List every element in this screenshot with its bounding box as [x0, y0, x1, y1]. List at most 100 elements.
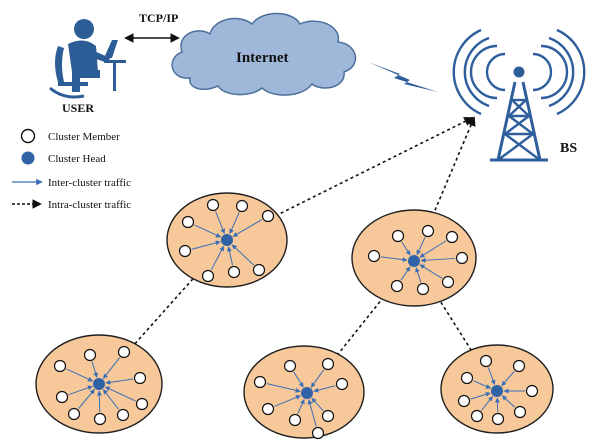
- legend-member-symbol: [20, 128, 36, 144]
- cluster-member-node: [227, 265, 241, 279]
- inter-cluster-arrow: [419, 240, 447, 258]
- cluster-member-node: [252, 263, 266, 277]
- inter-cluster-arrow: [104, 386, 136, 402]
- inter-cluster-arrow: [227, 246, 233, 266]
- inter-cluster-arrow: [419, 264, 443, 279]
- cluster-member-node: [117, 345, 131, 359]
- cluster-4: [243, 345, 365, 440]
- cluster-member-node: [311, 426, 325, 440]
- inter-cluster-arrow: [297, 398, 305, 414]
- inter-cluster-arrow: [401, 241, 411, 256]
- inter-cluster-arrow: [215, 211, 226, 234]
- inter-cluster-arrow: [105, 378, 134, 385]
- cluster-2: [351, 209, 477, 307]
- inter-cluster-arrow: [416, 237, 426, 256]
- cluster-head-node: [408, 255, 420, 267]
- cluster-member-node: [67, 407, 81, 421]
- cluster-member-node: [416, 282, 430, 296]
- link-c1-to-bs: [226, 117, 474, 241]
- cluster-member-node: [479, 354, 493, 368]
- legend-intra-label: Intra-cluster traffic: [48, 199, 131, 211]
- legend-head-label: Cluster Head: [48, 153, 106, 165]
- inter-cluster-arrow: [102, 357, 121, 379]
- cluster-member-node: [201, 269, 215, 283]
- cluster-member-node: [288, 413, 302, 427]
- user-label: USER: [62, 101, 94, 115]
- user-at-computer-icon: [49, 19, 126, 99]
- tower-top: [513, 66, 525, 78]
- cluster-member-node: [525, 384, 539, 398]
- antenna-tower-icon: [452, 28, 586, 162]
- inter-cluster-arrow: [231, 244, 255, 266]
- inter-cluster-arrow: [91, 361, 98, 378]
- cluster-member-node: [133, 371, 147, 385]
- cluster-member-node: [53, 359, 67, 373]
- cluster-head-node: [491, 385, 503, 397]
- cluster-member-node: [116, 408, 130, 422]
- inter-cluster-arrow: [307, 399, 317, 427]
- cluster-member-node: [470, 409, 484, 423]
- inter-cluster-arrow: [68, 385, 93, 396]
- cluster-member-node: [390, 279, 404, 293]
- inter-cluster-arrow: [310, 369, 325, 388]
- cluster-member-node: [261, 209, 275, 223]
- cluster-head-node: [301, 387, 313, 399]
- bs-label: BS: [560, 141, 577, 156]
- cluster-1: [166, 192, 288, 288]
- inter-cluster-arrow: [487, 367, 496, 385]
- inter-cluster-arrow: [191, 240, 221, 250]
- cluster-member-node: [445, 230, 459, 244]
- cluster-member-node: [367, 249, 381, 263]
- clusters: [35, 192, 554, 440]
- inter-cluster-arrow: [194, 224, 222, 238]
- cluster-member-node: [441, 275, 455, 289]
- cluster-member-node: [457, 394, 471, 408]
- inter-cluster-arrow: [380, 256, 408, 263]
- cloud-icon: [171, 12, 357, 96]
- inter-cluster-arrow: [313, 385, 336, 393]
- cluster-3: [35, 334, 163, 434]
- cluster-member-node: [460, 371, 474, 385]
- inter-cluster-arrow: [66, 368, 94, 382]
- cluster-member-node: [55, 390, 69, 404]
- legend-head-symbol: [21, 151, 35, 165]
- inter-cluster-arrow: [480, 396, 494, 411]
- cluster-member-node: [491, 412, 505, 426]
- inter-cluster-arrow: [293, 371, 304, 388]
- cluster-member-node: [235, 199, 249, 213]
- inter-cluster-arrow: [232, 219, 263, 237]
- lightning-bolt-icon: [368, 62, 438, 92]
- cluster-member-node: [283, 359, 297, 373]
- cluster-member-node: [321, 357, 335, 371]
- inter-cluster-arrow: [494, 397, 500, 413]
- cluster-member-node: [513, 405, 527, 419]
- cluster-head-node: [221, 234, 233, 246]
- cluster-member-node: [181, 215, 195, 229]
- legend: Cluster Member Cluster Head Inter-cluste…: [12, 128, 131, 211]
- cluster-member-node: [261, 402, 275, 416]
- inter-cluster-arrow: [229, 212, 240, 235]
- inter-cluster-arrow: [96, 390, 102, 413]
- internet-label: Internet: [236, 50, 289, 66]
- cluster-member-node: [455, 251, 469, 265]
- inter-cluster-arrow: [470, 391, 491, 400]
- legend-member-label: Cluster Member: [48, 131, 120, 143]
- tcp-ip-label: TCP/IP: [139, 11, 178, 25]
- inter-cluster-arrow: [415, 267, 422, 283]
- cluster-member-node: [253, 375, 267, 389]
- cluster-member-node: [93, 412, 107, 426]
- inter-cluster-arrow: [311, 397, 324, 412]
- cluster-head-node: [93, 378, 105, 390]
- cluster-member-node: [321, 409, 335, 423]
- inter-cluster-arrow: [102, 389, 120, 410]
- inter-cluster-arrow: [420, 257, 456, 263]
- cluster-member-node: [135, 397, 149, 411]
- inter-cluster-arrow: [266, 383, 301, 393]
- cluster-member-node: [421, 224, 435, 238]
- inter-cluster-arrow: [210, 245, 225, 271]
- inter-cluster-arrow: [501, 395, 516, 408]
- cluster-member-node: [83, 348, 97, 362]
- inter-cluster-arrow: [473, 380, 492, 389]
